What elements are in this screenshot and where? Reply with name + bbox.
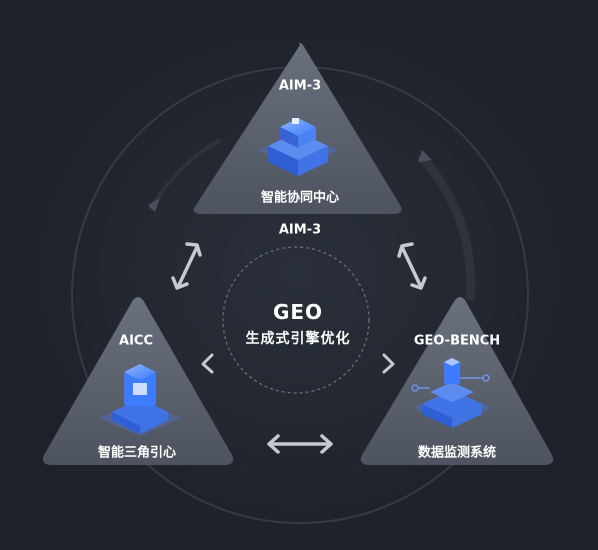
- center-title: GEO: [272, 300, 324, 324]
- arrow-left-inner: [201, 353, 214, 374]
- ring-segment-right: [416, 151, 476, 301]
- ring-arrow-icon: [148, 198, 160, 212]
- node-top-caption: 智能协同中心: [260, 190, 340, 206]
- node-left-title: AICC: [119, 333, 153, 349]
- server-stack-icon: [411, 358, 492, 428]
- center-subtitle: 生成式引擎优化: [245, 331, 351, 347]
- node-right-title: GEO-BENCH: [413, 333, 501, 349]
- double-arrow-top-left: [171, 242, 202, 290]
- ring-arrow-icon-2: [418, 150, 432, 162]
- cube-tower-icon: [100, 364, 180, 436]
- node-left-caption: 智能三角引心: [97, 445, 177, 461]
- double-arrow-top-right: [397, 242, 427, 290]
- node-top-title: AIM-3: [278, 78, 322, 94]
- double-arrow-bottom: [267, 434, 333, 454]
- inner-dashed-circle: [222, 246, 370, 394]
- arrow-right-inner: [382, 353, 395, 374]
- node-right-caption: 数据监测系统: [417, 445, 497, 461]
- inner-label: AIM-3: [278, 222, 322, 238]
- building-icon: [258, 118, 338, 176]
